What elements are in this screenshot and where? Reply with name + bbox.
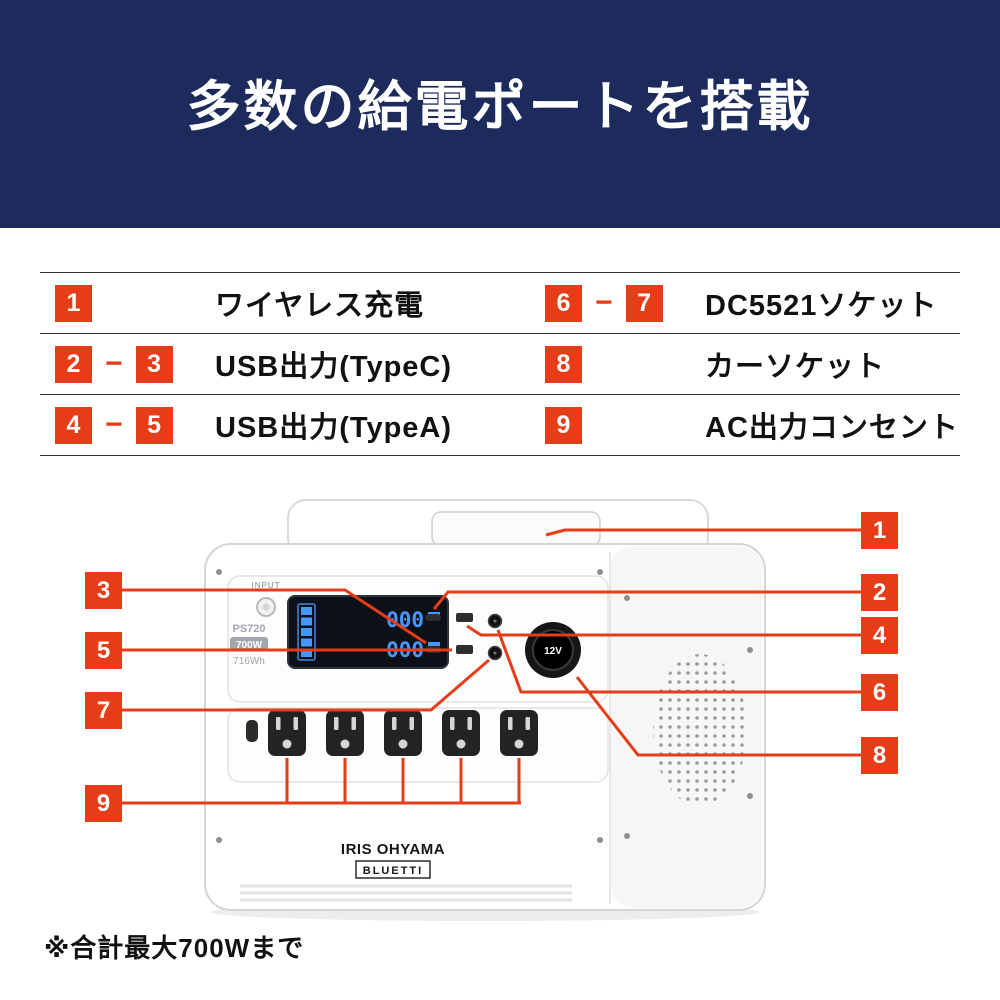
brand: IRIS OHYAMA BLUETTI	[341, 841, 445, 879]
badge-group: 6 − 7	[545, 284, 705, 322]
bottom-vents	[240, 884, 572, 902]
legend-row: 2 − 3 USB出力(TypeC) 8 カーソケット	[40, 333, 960, 394]
callout-badge-7: 7	[85, 692, 122, 729]
usb-a-ports	[456, 613, 473, 654]
legend-row: 1 ワイヤレス充電 6 − 7 DC5521ソケット	[40, 272, 960, 333]
callout-badge-5: 5	[85, 632, 122, 669]
badge-group: 2 − 3	[55, 345, 215, 383]
ac-outlet	[500, 710, 538, 756]
car-socket-label: 12V	[544, 646, 562, 657]
legend-cell-car-socket: 8 カーソケット	[500, 334, 960, 394]
badge-group: 8	[545, 345, 705, 383]
device-illustration: INPUT PS720 700W 716Wh 000 000	[121, 499, 861, 921]
legend-cell-dc5521: 6 − 7 DC5521ソケット	[500, 273, 960, 333]
callout-line-3	[121, 588, 427, 645]
badge-range-dash: −	[105, 408, 123, 441]
speaker-grille	[653, 654, 747, 806]
capacity-text: 716Wh	[233, 656, 265, 667]
badge-group: 9	[545, 406, 705, 444]
dc5521-ports	[487, 613, 503, 661]
badge-group: 1	[55, 284, 215, 322]
footnote: ※合計最大700Wまで	[44, 933, 305, 963]
legend-badge: 4	[55, 406, 92, 444]
input-port-pin	[262, 603, 270, 611]
ac-power-button	[246, 720, 258, 742]
legend-badge: 5	[135, 406, 173, 444]
legend-cell-ac-outlet: 9 AC出力コンセント	[500, 395, 960, 455]
legend-row: 4 − 5 USB出力(TypeA) 9 AC出力コンセント	[40, 394, 960, 455]
legend-label: カーソケット	[705, 351, 886, 383]
legend-label: DC5521ソケット	[705, 290, 938, 322]
screws	[216, 569, 753, 843]
callout-badge-3: 3	[85, 572, 122, 609]
brand-logo-text: IRIS OHYAMA	[341, 841, 445, 858]
ac-outlet	[442, 710, 480, 756]
legend-badge: 1	[55, 284, 92, 322]
car-socket: 12V	[525, 622, 581, 678]
legend-badge: 6	[545, 284, 582, 322]
badge-range-dash: −	[595, 286, 613, 319]
legend-badge: 9	[545, 406, 582, 444]
battery-gauge	[297, 603, 316, 661]
badge-range-dash: −	[105, 347, 123, 380]
wattage-badge	[230, 637, 268, 651]
callout-badge-4: 4	[861, 617, 898, 654]
brand-sublogo-box	[355, 860, 431, 879]
legend-label: ワイヤレス充電	[215, 290, 425, 322]
callout-lines	[121, 528, 861, 805]
callout-badge-8: 8	[861, 737, 898, 774]
callout-line-6	[496, 629, 861, 694]
lcd-unit-mark	[428, 642, 440, 646]
badge-group: 4 − 5	[55, 406, 215, 444]
input-label: INPUT	[252, 581, 281, 590]
legend-label: AC出力コンセント	[705, 412, 959, 444]
legend-label: USB出力(TypeA)	[215, 412, 453, 444]
callout-line-1	[545, 528, 861, 537]
ac-outlet-panel	[227, 707, 609, 783]
brand-sublogo-text: BLUETTI	[363, 865, 423, 877]
legend-cell-usba: 4 − 5 USB出力(TypeA)	[40, 395, 500, 455]
legend-label: USB出力(TypeC)	[215, 351, 453, 383]
callout-line-2	[432, 590, 861, 610]
callout-badge-1: 1	[861, 512, 898, 549]
product-figure: INPUT PS720 700W 716Wh 000 000	[0, 480, 1000, 950]
ac-outlet	[384, 710, 422, 756]
callout-badge-2: 2	[861, 574, 898, 611]
port-legend-table: 1 ワイヤレス充電 6 − 7 DC5521ソケット 2 − 3 USB出力(T…	[40, 272, 960, 456]
legend-badge: 3	[135, 345, 173, 383]
legend-cell-wireless: 1 ワイヤレス充電	[40, 273, 500, 333]
legend-badge: 7	[625, 284, 663, 322]
legend-cell-usbc: 2 − 3 USB出力(TypeC)	[40, 334, 500, 394]
callout-line-4	[466, 624, 861, 637]
header-banner: 多数の給電ポートを搭載	[0, 0, 1000, 228]
callout-line-8	[575, 676, 861, 757]
legend-badge: 2	[55, 345, 92, 383]
wattage-text: 700W	[236, 640, 263, 651]
model-text: PS720	[232, 623, 265, 635]
legend-badge: 8	[545, 345, 582, 383]
callout-badge-9: 9	[85, 785, 122, 822]
page-title: 多数の給電ポートを搭載	[186, 76, 814, 137]
callout-line-7	[121, 658, 490, 712]
callout-badge-6: 6	[861, 674, 898, 711]
ac-outlet	[268, 710, 306, 756]
ac-outlet	[326, 710, 364, 756]
